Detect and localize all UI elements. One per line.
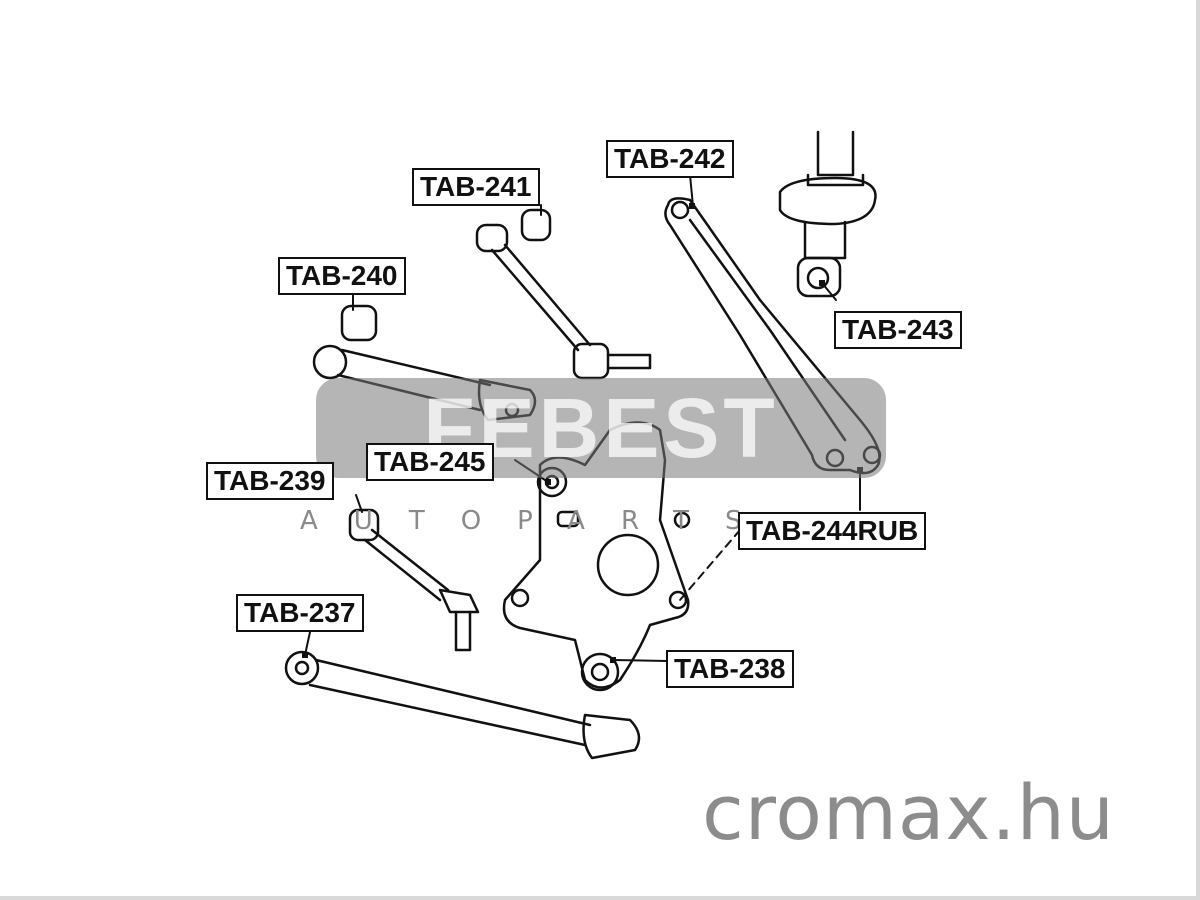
link-rod-241 <box>475 208 652 380</box>
watermark-subtitle: AUTOPARTS <box>300 506 778 536</box>
part-label-tab-242: TAB-242 <box>606 140 734 178</box>
part-label-tab-240: TAB-240 <box>278 257 406 295</box>
part-label-tab-245: TAB-245 <box>366 443 494 481</box>
part-label-tab-244rub: TAB-244RUB <box>738 512 927 550</box>
part-label-tab-243: TAB-243 <box>834 311 962 349</box>
shock-absorber <box>778 130 877 298</box>
part-label-tab-239: TAB-239 <box>206 462 334 500</box>
part-label-tab-241: TAB-241 <box>412 168 540 206</box>
arm-239 <box>348 508 480 652</box>
arm-237 <box>284 650 641 760</box>
part-label-tab-238: TAB-238 <box>666 650 794 688</box>
site-watermark: cromax.hu <box>702 768 1115 857</box>
part-label-tab-237: TAB-237 <box>236 594 364 632</box>
